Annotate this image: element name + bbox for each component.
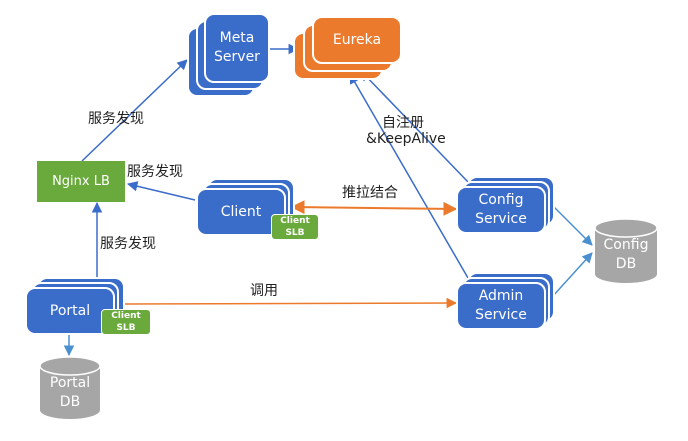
- edge-nginx-to-meta: [81, 59, 188, 162]
- config-db-node[interactable]: Config DB: [594, 218, 658, 284]
- edge-client-to-nginx: [126, 181, 196, 201]
- database-icon: [594, 218, 658, 283]
- nginx-lb-node[interactable]: Nginx LB: [37, 161, 125, 202]
- portal-slb-line2: SLB: [116, 323, 136, 333]
- eureka-box: Eureka: [312, 16, 402, 64]
- config-service-label-line1: Config: [478, 192, 524, 208]
- client-label: Client: [220, 203, 262, 220]
- edge-label-portal-to-nginx: 服务发现: [100, 236, 156, 252]
- edge-portal-to-admin: [119, 297, 458, 309]
- config-db-label-line1: Config: [603, 237, 649, 253]
- database-icon: [39, 356, 101, 419]
- admin-service-label-line1: Admin: [478, 288, 524, 304]
- config-db-label-line2: DB: [615, 256, 637, 272]
- portal-box: Portal: [25, 287, 115, 335]
- portal-slb-badge: Client SLB: [101, 309, 151, 335]
- edge-client-config-pushpull: [290, 200, 458, 216]
- edge-config-to-eureka: [360, 70, 470, 184]
- edge-config-to-db: [551, 204, 593, 246]
- portal-slb-line1: Client: [111, 311, 141, 321]
- edge-label-push-pull: 推拉结合: [342, 185, 398, 201]
- admin-service-label-line2: Service: [475, 307, 527, 323]
- edge-label-client-to-nginx: 服务发现: [127, 164, 183, 180]
- meta-server-label-line1: Meta: [219, 30, 255, 46]
- client-slb-badge: Client SLB: [271, 214, 319, 240]
- edge-label-keepalive: &KeepAlive: [366, 131, 446, 147]
- portal-db-node[interactable]: Portal DB: [39, 356, 101, 420]
- portal-label: Portal: [49, 302, 91, 319]
- eureka-label: Eureka: [332, 31, 382, 48]
- portal-db-label-line1: Portal: [49, 375, 91, 391]
- edge-label-nginx-to-meta: 服务发现: [88, 111, 144, 127]
- edge-label-invoke: 调用: [250, 283, 278, 299]
- client-slb-line1: Client: [280, 216, 310, 226]
- edge-admin-to-db: [551, 252, 593, 298]
- config-service-label-line2: Service: [475, 211, 527, 227]
- nginx-lb-label: Nginx LB: [52, 174, 110, 189]
- edge-label-register: 自注册: [382, 115, 424, 131]
- client-slb-line2: SLB: [285, 228, 305, 238]
- portal-db-label-line2: DB: [59, 394, 81, 410]
- meta-server-label-line2: Server: [214, 49, 260, 65]
- edge-admin-to-eureka: [349, 73, 469, 279]
